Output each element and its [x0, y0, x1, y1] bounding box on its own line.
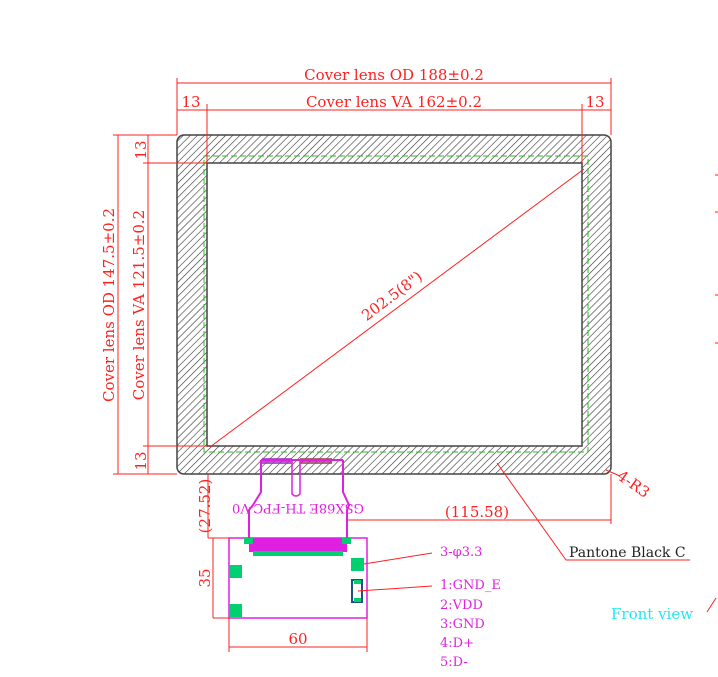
fpc-offset-label: (115.58) — [445, 503, 509, 521]
bottom-margin-label: 13 — [132, 451, 150, 470]
mounting-hole-pad — [351, 558, 364, 571]
pcb-height-label: 35 — [196, 568, 214, 587]
usb-controller-board — [228, 537, 368, 619]
height-dimensions: Cover lens OD 147.5±0.2 Cover lens VA 12… — [100, 134, 207, 475]
cover-va-width-label: Cover lens VA 162±0.2 — [306, 93, 482, 111]
active-area-outline — [203, 155, 589, 453]
cover-od-width-label: Cover lens OD 188±0.2 — [304, 66, 484, 84]
fpc-cable: GSX68E TH-FPC-V0 — [232, 458, 364, 556]
pin-3: 3:GND — [440, 617, 485, 632]
callouts: 3-φ3.3 1:GND_E 2:VDD 3:GND 4:D+ 5:D- Pan… — [357, 462, 690, 670]
cover-od-height-label: Cover lens OD 147.5±0.2 — [100, 208, 118, 402]
mounting-hole-pad — [229, 565, 242, 578]
front-view-label: Front view — [611, 605, 693, 623]
fpc-length-label: (27.52) — [196, 479, 214, 534]
pcb-width-label: 60 — [288, 630, 307, 648]
holes-callout: 3-φ3.3 — [440, 545, 482, 560]
width-dimensions: Cover lens OD 188±0.2 Cover lens VA 162±… — [176, 66, 612, 163]
corner-radius-label: 4-R3 — [614, 467, 653, 502]
left-margin-label: 13 — [181, 93, 200, 111]
pin-1: 1:GND_E — [440, 578, 501, 593]
fpc-part-label: GSX68E TH-FPC-V0 — [232, 500, 364, 515]
mounting-hole-pad — [229, 604, 242, 617]
cover-lens — [176, 134, 612, 475]
pin-5: 5:D- — [440, 655, 468, 670]
top-margin-label: 13 — [132, 140, 150, 159]
right-margin-label: 13 — [585, 93, 604, 111]
viewing-area — [206, 162, 583, 447]
pin-4: 4:D+ — [440, 636, 474, 651]
color-callout: Pantone Black C — [569, 545, 686, 561]
cover-va-height-label: Cover lens VA 121.5±0.2 — [130, 210, 148, 400]
fpc-connector — [249, 538, 347, 552]
pcb-dimensions: (27.52) 35 60 (115.58) — [196, 474, 612, 652]
pin-2: 2:VDD — [440, 598, 483, 613]
